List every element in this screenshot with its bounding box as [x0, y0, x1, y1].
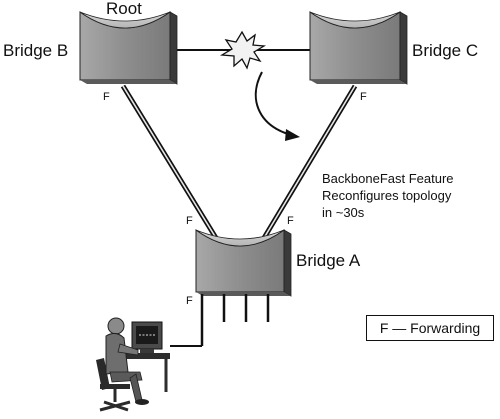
note-line-2: Reconfigures topology: [322, 188, 452, 203]
bridge-a-access-ports: [170, 294, 270, 347]
link-failure-icon: [219, 30, 267, 70]
root-label: Root: [106, 0, 142, 18]
bridge-a-label: Bridge A: [296, 251, 361, 270]
legend-text: F — Forwarding: [379, 320, 481, 336]
bridge-a-access-port-state: F: [186, 295, 193, 307]
note-line-1: BackboneFast Feature: [322, 171, 454, 186]
legend-box: F — Forwarding: [366, 315, 494, 341]
workstation-icon: [96, 317, 170, 412]
bridge-c-label: Bridge C: [412, 41, 479, 60]
bridge-a-left-port-state: F: [186, 215, 193, 227]
bridge-a-icon: [195, 229, 292, 297]
bridge-c-port-state: F: [360, 91, 367, 103]
bridge-b-port-state: F: [103, 91, 110, 103]
bridge-a-right-port-state: F: [287, 215, 294, 227]
note-line-3: in ~30s: [322, 205, 365, 220]
reconfiguration-arrow-icon: [254, 71, 300, 141]
backbonefast-note: BackboneFast Feature Reconfigures topolo…: [322, 170, 454, 221]
bridge-b-icon: [79, 11, 178, 85]
bridge-c-icon: [309, 11, 408, 85]
link-c-a: [261, 84, 358, 240]
link-b-a: [120, 84, 219, 240]
bridge-b-label: Bridge B: [3, 41, 69, 60]
